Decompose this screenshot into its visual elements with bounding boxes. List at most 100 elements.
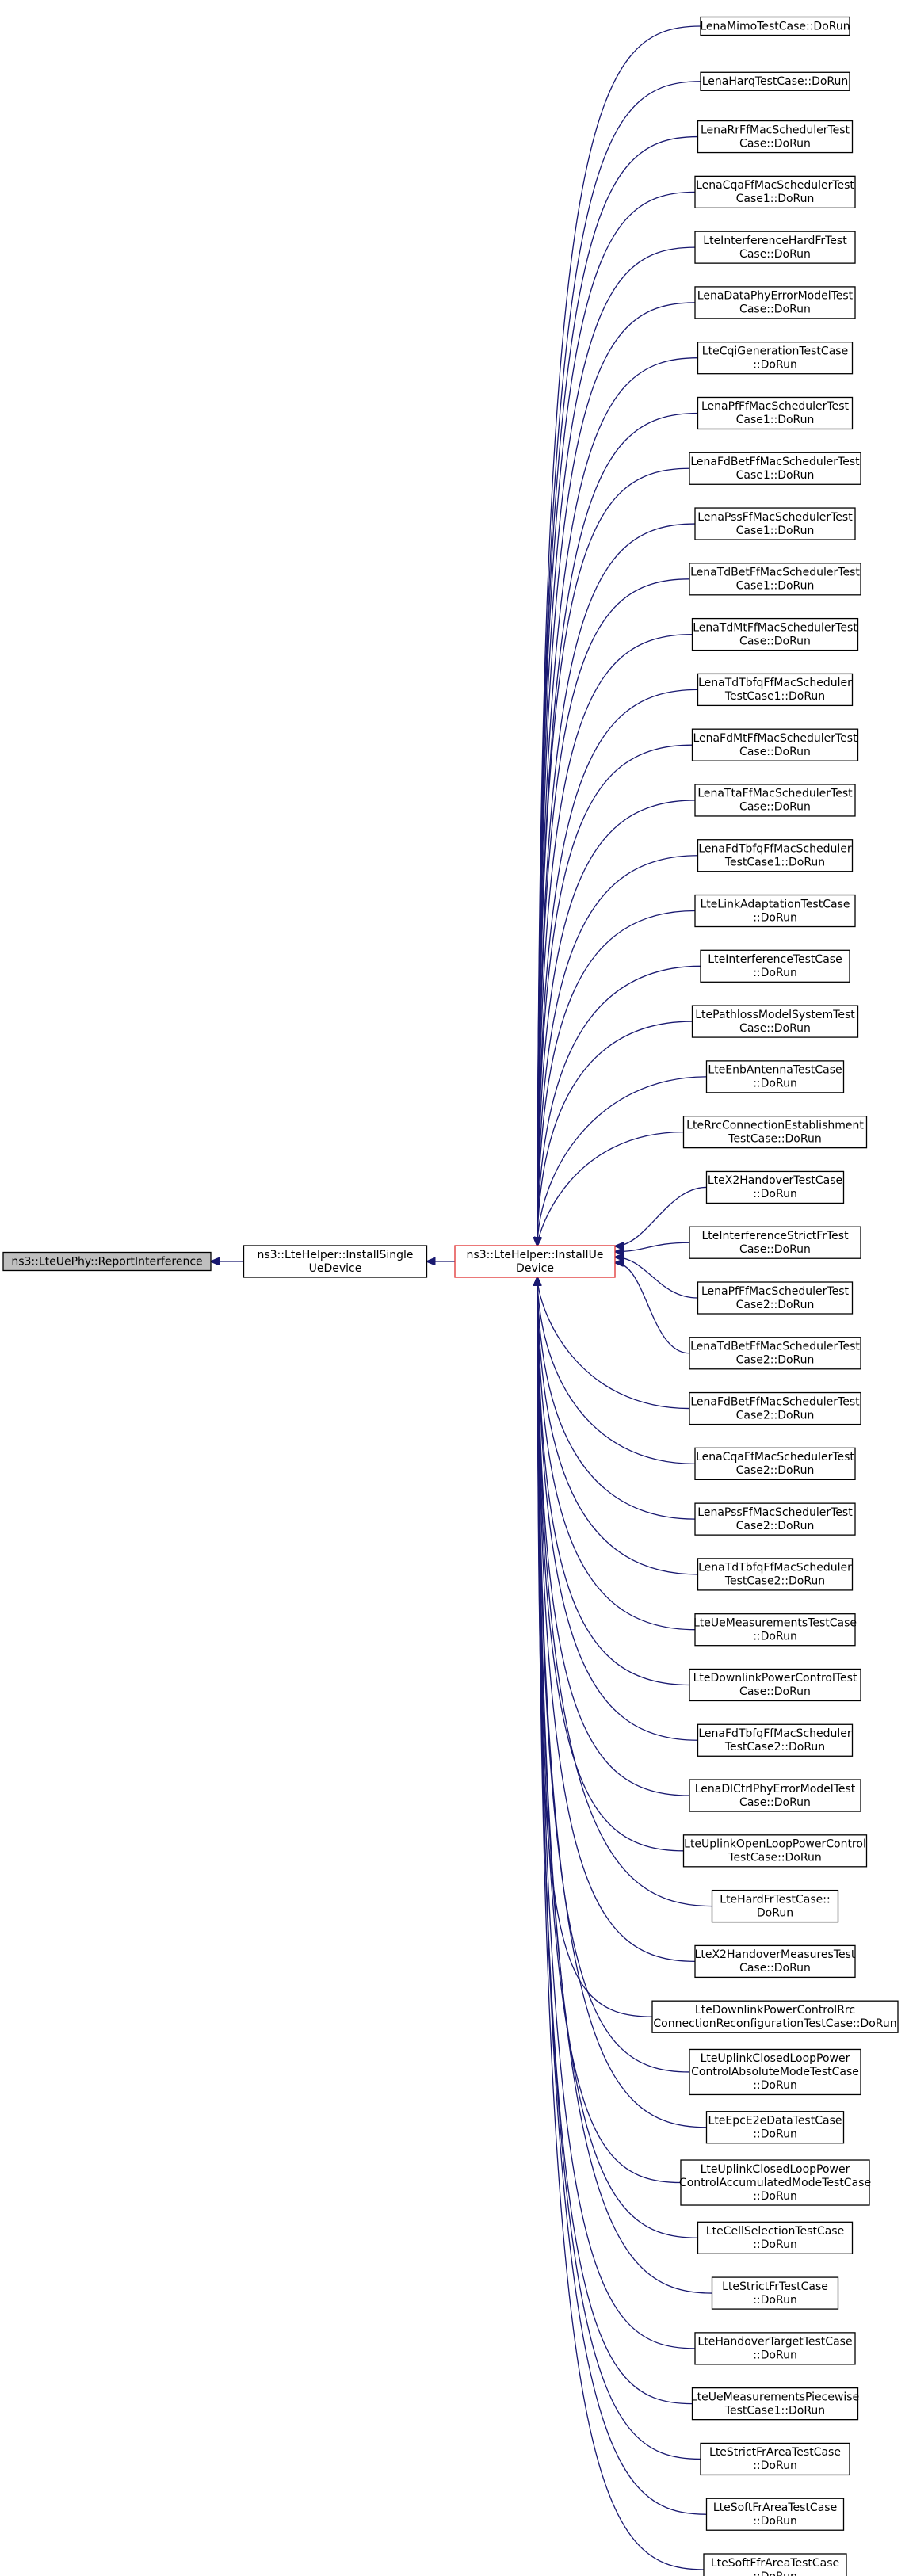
- caller-node-46[interactable]: LteSoftFrAreaTestCase::DoRun: [705, 2498, 845, 2531]
- caller-node-42[interactable]: LteStrictFrTestCase::DoRun: [711, 2276, 839, 2310]
- caller-node-17[interactable]: LteLinkAdaptationTestCase::DoRun: [694, 894, 856, 928]
- caller-node-22-label: ::DoRun: [753, 1188, 797, 1200]
- caller-node-41-box: [697, 2221, 854, 2254]
- caller-node-17-label: ::DoRun: [753, 911, 797, 924]
- caller-node-8-box: [697, 396, 854, 430]
- caller-node-20[interactable]: LteEnbAntennaTestCase::DoRun: [705, 1060, 845, 1093]
- caller-node-40[interactable]: LteUplinkClosedLoopPowerControlAccumulat…: [679, 2159, 871, 2206]
- caller-node-35[interactable]: LteHardFrTestCase::DoRun: [711, 1889, 839, 1923]
- caller-node-41-label: LteCellSelectionTestCase: [706, 2225, 844, 2238]
- caller-node-41[interactable]: LteCellSelectionTestCase::DoRun: [697, 2221, 854, 2254]
- caller-node-34[interactable]: LteUplinkOpenLoopPowerControlTestCase::D…: [682, 1834, 868, 1868]
- edge-caller-24: [615, 1257, 698, 1299]
- caller-node-32-label: LenaFdTbfqFfMacScheduler: [698, 1727, 851, 1740]
- root-node-report-interference[interactable]: ns3::LteUePhy::ReportInterference: [2, 1251, 212, 1272]
- focus-node-install-ue-device-label: ns3::LteHelper::InstallUe: [467, 1249, 604, 1261]
- caller-node-18-box: [700, 949, 850, 983]
- edge-caller-34: [537, 1277, 684, 1852]
- caller-node-7-box: [697, 342, 854, 375]
- caller-node-19-label: LtePathlossModelSystemTest: [695, 1009, 855, 1021]
- edge-caller-15: [537, 800, 696, 1246]
- caller-node-12-label: Case::DoRun: [739, 635, 811, 647]
- caller-node-16-label: TestCase1::DoRun: [724, 856, 825, 868]
- caller-node-39-box: [705, 2111, 845, 2144]
- caller-node-28-box: [694, 1502, 856, 1536]
- caller-node-7[interactable]: LteCqiGenerationTestCase::DoRun: [697, 342, 854, 375]
- edge-caller-5: [537, 246, 696, 1246]
- caller-node-44[interactable]: LteUeMeasurementsPiecewiseTestCase1::DoR…: [691, 2387, 859, 2421]
- caller-node-27-label: LenaCqaFfMacSchedulerTest: [696, 1451, 854, 1464]
- caller-node-42-label: LteStrictFrTestCase: [722, 2280, 828, 2293]
- caller-node-41-label: ::DoRun: [753, 2238, 797, 2251]
- caller-node-26-label: LenaFdBetFfMacSchedulerTest: [690, 1395, 860, 1408]
- caller-node-22-label: LteX2HandoverTestCase: [708, 1174, 842, 1187]
- caller-node-6-box: [694, 286, 856, 319]
- edge-caller-4: [537, 191, 696, 1246]
- caller-node-30[interactable]: LteUeMeasurementsTestCase::DoRun: [693, 1613, 857, 1647]
- caller-node-40-label: ::DoRun: [753, 2190, 797, 2203]
- caller-node-46-box: [705, 2498, 845, 2531]
- caller-node-20-label: LteEnbAntennaTestCase: [708, 1064, 842, 1077]
- caller-node-44-label: TestCase1::DoRun: [724, 2404, 825, 2417]
- caller-node-17-box: [694, 894, 856, 928]
- caller-node-17-label: LteLinkAdaptationTestCase: [701, 898, 850, 910]
- caller-node-21[interactable]: LteRrcConnectionEstablishmentTestCase::D…: [682, 1116, 868, 1149]
- caller-node-45-label: ::DoRun: [753, 2460, 797, 2472]
- caller-node-36-label: LteX2HandoverMeasuresTest: [695, 1948, 856, 1961]
- caller-node-47-label: LteSoftFfrAreaTestCase: [711, 2557, 839, 2570]
- caller-node-37[interactable]: LteDownlinkPowerControlRrcConnectionReco…: [651, 2000, 899, 2033]
- edge-caller-42: [537, 1277, 712, 2294]
- caller-node-19-label: Case::DoRun: [739, 1022, 811, 1035]
- caller-node-43[interactable]: LteHandoverTargetTestCase::DoRun: [694, 2332, 856, 2365]
- caller-node-4-box: [694, 175, 856, 208]
- caller-node-38-label: ControlAbsoluteModeTestCase: [691, 2066, 859, 2078]
- caller-node-22[interactable]: LteX2HandoverTestCase::DoRun: [705, 1170, 845, 1204]
- caller-node-20-label: ::DoRun: [753, 1078, 797, 1090]
- caller-node-25-label: LenaTdBetFfMacSchedulerTest: [690, 1341, 860, 1353]
- caller-node-46-label: LteSoftFrAreaTestCase: [713, 2502, 837, 2514]
- caller-node-47-box: [703, 2553, 847, 2576]
- caller-node-13-box: [697, 673, 854, 707]
- caller-node-1[interactable]: LenaMimoTestCase::DoRun: [700, 16, 850, 36]
- edge-caller-17: [537, 910, 696, 1246]
- caller-node-47[interactable]: LteSoftFfrAreaTestCase::DoRun: [703, 2553, 847, 2576]
- caller-node-18[interactable]: LteInterferenceTestCase::DoRun: [700, 949, 850, 983]
- caller-node-40-label: LteUplinkClosedLoopPower: [701, 2163, 850, 2176]
- caller-node-9-label: LenaFdBetFfMacSchedulerTest: [690, 456, 860, 468]
- caller-node-2[interactable]: LenaHarqTestCase::DoRun: [700, 71, 850, 91]
- caller-node-22-box: [705, 1170, 845, 1204]
- caller-node-45[interactable]: LteStrictFrAreaTestCase::DoRun: [700, 2442, 850, 2476]
- caller-node-31-label: LteDownlinkPowerControlTest: [693, 1672, 857, 1685]
- caller-node-38[interactable]: LteUplinkClosedLoopPowerControlAbsoluteM…: [689, 2048, 861, 2096]
- caller-node-39[interactable]: LteEpcE2eDataTestCase::DoRun: [705, 2111, 845, 2144]
- caller-node-8-label: LenaPfFfMacSchedulerTest: [701, 400, 849, 413]
